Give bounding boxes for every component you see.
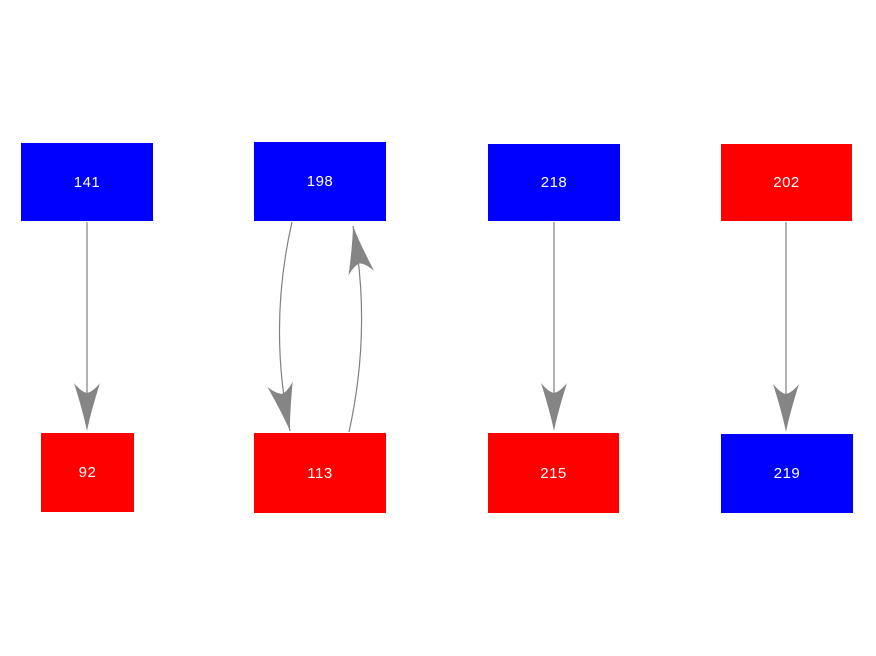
node-113: 113 — [254, 433, 386, 513]
arrow-head-icon-218-to-215 — [541, 383, 567, 431]
arrow-head-icon-198-to-113 — [267, 381, 293, 431]
arrow-head-icon-141-to-92 — [74, 383, 100, 431]
node-141: 141 — [21, 143, 153, 221]
node-label-113: 113 — [307, 464, 333, 482]
node-label-202: 202 — [773, 174, 800, 191]
node-label-215: 215 — [540, 464, 567, 482]
node-198: 198 — [254, 142, 386, 221]
node-label-219: 219 — [773, 465, 801, 482]
node-218: 218 — [488, 144, 620, 221]
node-92: 92 — [41, 433, 134, 512]
arrow-head-icon-113-to-198 — [348, 226, 375, 276]
node-215: 215 — [488, 433, 619, 513]
node-label-141: 141 — [73, 173, 101, 191]
node-label-198: 198 — [306, 173, 334, 190]
node-label-92: 92 — [78, 464, 97, 481]
arrow-head-icon-202-to-219 — [773, 384, 799, 432]
node-202: 202 — [721, 144, 852, 221]
node-219: 219 — [721, 434, 853, 513]
node-label-218: 218 — [540, 174, 568, 191]
